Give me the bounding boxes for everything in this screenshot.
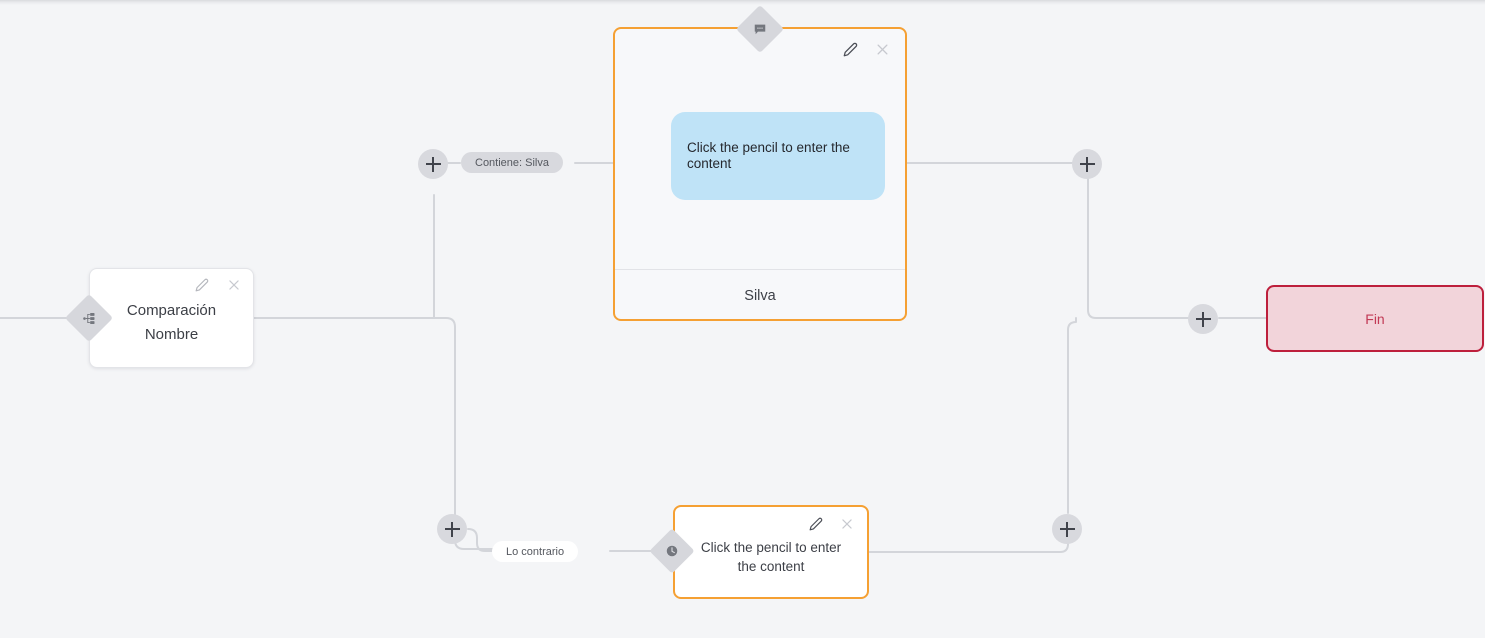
message-bottom-clock-handle[interactable] <box>649 528 695 574</box>
comparison-title-secondary: Nombre <box>144 326 199 343</box>
pencil-icon[interactable] <box>841 40 859 58</box>
edge-label-contiene-silva[interactable]: Contiene: Silva <box>461 152 563 173</box>
message-top-node-tools <box>841 40 891 58</box>
close-icon[interactable] <box>873 40 891 58</box>
chat-bubble-icon <box>751 20 769 38</box>
comparison-title-primary: Comparación <box>126 302 217 319</box>
message-bottom-body-line2: the content <box>737 559 805 574</box>
message-bottom-node-tools <box>807 515 856 533</box>
node-message-bottom[interactable]: Click the pencil to enter the content <box>673 505 869 599</box>
comparison-node-tools <box>193 276 243 294</box>
end-node-label: Fin <box>1365 310 1385 327</box>
branch-icon <box>80 309 98 327</box>
close-icon[interactable] <box>225 276 243 294</box>
add-node-button-before-end[interactable] <box>1188 304 1218 334</box>
pencil-icon[interactable] <box>807 515 825 533</box>
node-message-top[interactable]: Click the pencil to enter the content Si… <box>613 27 907 321</box>
node-comparison[interactable]: Comparación Nombre <box>89 268 254 368</box>
message-top-chat-handle[interactable] <box>735 4 785 54</box>
add-node-button-branch-true[interactable] <box>418 149 448 179</box>
pencil-icon[interactable] <box>193 276 211 294</box>
edge-label-lo-contrario[interactable]: Lo contrario <box>492 541 579 562</box>
message-top-footer-label: Silva <box>744 288 776 304</box>
add-node-button-branch-false[interactable] <box>437 514 467 544</box>
message-bottom-body-line1: Click the pencil to enter <box>700 540 842 555</box>
add-node-button-after-message-top[interactable] <box>1072 149 1102 179</box>
comparison-branch-handle[interactable] <box>64 293 114 343</box>
message-top-divider <box>615 269 905 270</box>
clock-icon <box>663 542 681 560</box>
node-end[interactable]: Fin <box>1266 285 1484 352</box>
add-node-button-after-message-bottom[interactable] <box>1052 514 1082 544</box>
message-bubble[interactable]: Click the pencil to enter the content <box>671 112 885 200</box>
close-icon[interactable] <box>838 515 856 533</box>
